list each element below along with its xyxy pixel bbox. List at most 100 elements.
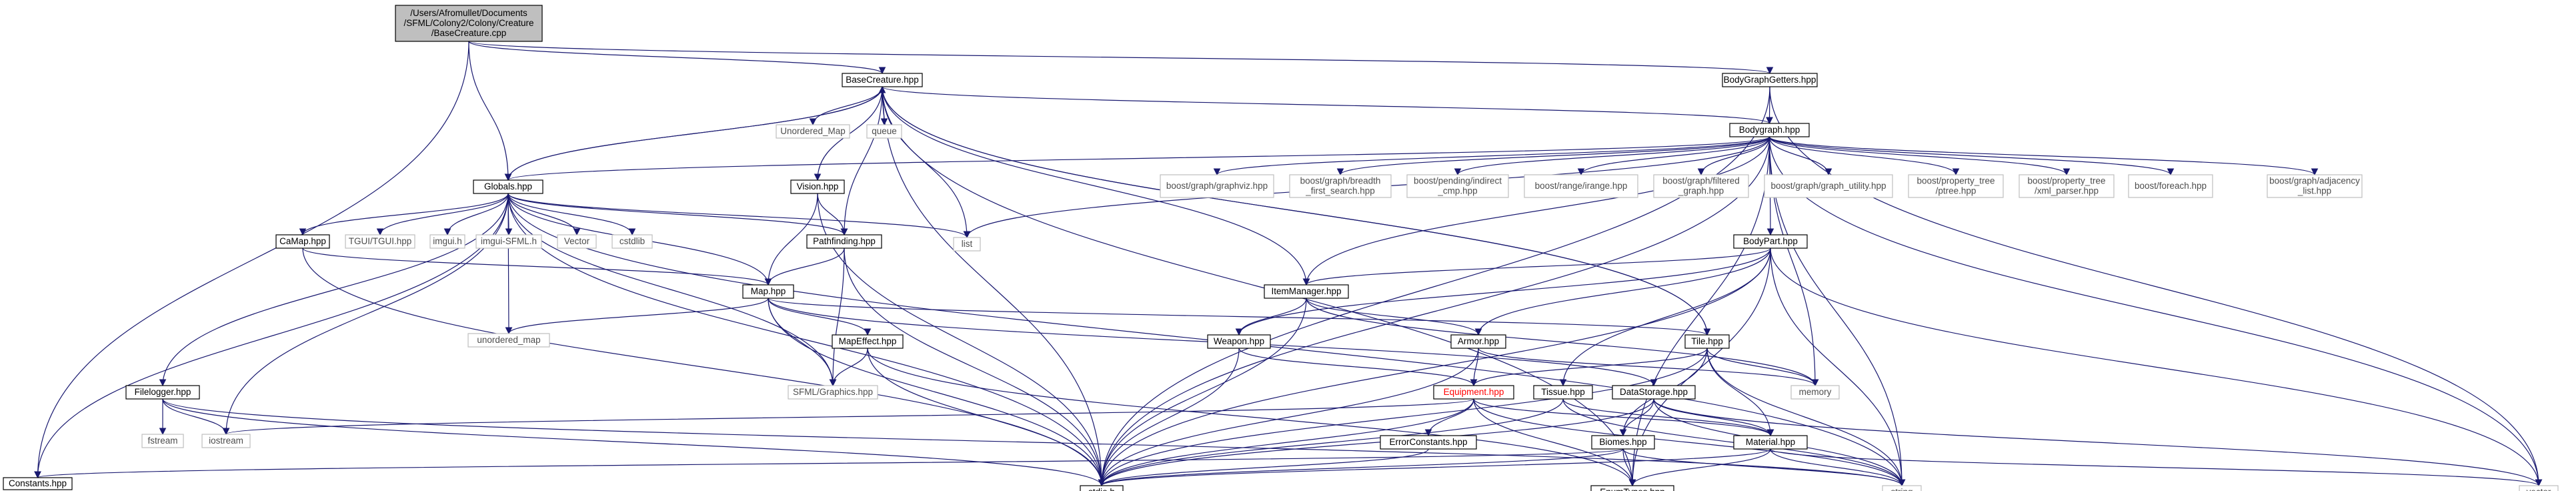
node-equipment[interactable]: Equipment.hpp (1433, 385, 1514, 400)
dependency-edge-globals-unordered_map (505, 193, 513, 335)
node-label: Equipment.hpp (1444, 387, 1504, 397)
node-label: Constants.hpp (9, 478, 67, 488)
node-xml-parser: boost/property_tree/xml_parser.hpp (2019, 174, 2115, 198)
node-bodygraph[interactable]: Bodygraph.hpp (1729, 123, 1810, 137)
node-box (1160, 174, 1274, 198)
node-list: list (953, 237, 981, 252)
node-itemmanager[interactable]: ItemManager.hpp (1264, 284, 1349, 299)
dependency-edge-globals-list (507, 193, 971, 239)
dependency-edge-tile-stdio (1098, 348, 1708, 487)
dependency-edge-bodygraph-bfs (1336, 136, 1770, 176)
node-label: _graph.hpp (1678, 186, 1724, 196)
node-adjacency: boost/graph/adjacency_list.hpp (2267, 174, 2363, 198)
node-iostream: iostream (201, 434, 251, 448)
dependency-edge-map-stdio (768, 298, 1106, 487)
node-basecreature[interactable]: BaseCreature.hpp (842, 73, 923, 87)
dependency-edge-tissue-material (1562, 398, 1774, 437)
dependency-edge-globals-filelogger (159, 193, 509, 387)
dependency-edge-mapeffect-enumtypes (867, 348, 1636, 487)
node-graphviz: boost/graph/graphviz.hpp (1160, 174, 1274, 198)
dependency-edge-equipment-stdio (1098, 398, 1474, 487)
dependency-edge-bodygraphgetters-stdio (1098, 86, 1770, 487)
node-label: Vision.hpp (797, 181, 839, 191)
node-weapon[interactable]: Weapon.hpp (1207, 334, 1271, 349)
node-label: Filelogger.hpp (135, 387, 191, 397)
node-errorconstants[interactable]: ErrorConstants.hpp (1380, 435, 1477, 450)
node-box (1612, 385, 1696, 400)
node-box (1882, 485, 1922, 491)
node-label: iostream (209, 436, 243, 446)
dependency-edge-tissue-stdio (1098, 398, 1564, 487)
node-root[interactable]: /Users/Afromullet/Documents/SFML/Colony2… (395, 5, 543, 42)
dependency-edge-armor-stdio (1098, 348, 1479, 487)
node-box (1722, 73, 1818, 87)
dependency-edge-bodypart-itemmanager (1302, 248, 1771, 286)
node-box (475, 234, 542, 249)
node-label: boost/graph/graph_utility.hpp (1770, 181, 1886, 191)
node-armor[interactable]: Armor.hpp (1450, 334, 1506, 349)
node-box (1264, 284, 1349, 299)
node-camap[interactable]: CaMap.hpp (275, 234, 330, 249)
node-label: Globals.hpp (484, 181, 532, 191)
node-enumtypes[interactable]: EnumTypes.hpp (1590, 485, 1674, 491)
dependency-edge-itemmanager-weapon (1235, 298, 1307, 336)
node-label: Weapon.hpp (1214, 336, 1264, 346)
dependency-edge-equipment-enumtypes (1473, 398, 1636, 487)
node-label: _first_search.hpp (1305, 186, 1375, 196)
dependency-edge-vision-pathfinding (817, 193, 848, 236)
node-filelogger[interactable]: Filelogger.hpp (125, 385, 200, 400)
dependency-edge-globals-imgui (443, 193, 509, 236)
node-label: boost/pending/indirect (1414, 176, 1502, 186)
dependency-edge-bodygraph-stdio (1098, 136, 1770, 487)
node-box (842, 73, 923, 87)
node-box (1591, 435, 1655, 450)
dependency-edge-material-string (1770, 448, 1906, 487)
node-graph-utility: boost/graph/graph_utility.hpp (1764, 174, 1893, 198)
node-box (1729, 123, 1810, 137)
node-sfml-graphics: SFML/Graphics.hpp (788, 385, 878, 400)
node-pathfinding[interactable]: Pathfinding.hpp (806, 234, 882, 249)
node-box (611, 234, 653, 249)
node-label: /SFML/Colony2/Colony/Creature (403, 18, 533, 28)
node-label: Biomes.hpp (1599, 437, 1646, 447)
node-datastorage[interactable]: DataStorage.hpp (1612, 385, 1696, 400)
node-mapeffect[interactable]: MapEffect.hpp (832, 334, 904, 349)
dependency-edge-material-stdio (1098, 448, 1771, 487)
node-biomes[interactable]: Biomes.hpp (1591, 435, 1655, 450)
node-globals[interactable]: Globals.hpp (473, 179, 543, 194)
dependency-edge-root-bodygraphgetters (468, 41, 1773, 75)
dependency-edge-root-constants (34, 41, 469, 479)
node-irange: boost/range/irange.hpp (1524, 174, 1638, 198)
dependency-edge-bodygraph-enumtypes (1628, 136, 1770, 487)
dependency-edge-datastorage-material (1653, 398, 1774, 437)
node-label: boost/graph/adjacency (2269, 176, 2360, 186)
node-box (125, 385, 200, 400)
node-label: Tile.hpp (1691, 336, 1723, 346)
node-box (1450, 334, 1506, 349)
node-unordered-map: unordered_map (467, 333, 550, 348)
node-stdio[interactable]: stdio.h (1080, 485, 1124, 491)
node-box (742, 284, 794, 299)
node-constants[interactable]: Constants.hpp (3, 477, 73, 490)
node-tissue[interactable]: Tissue.hpp (1533, 385, 1593, 400)
dependency-edge-map-unordered_map (505, 298, 769, 335)
node-indirect: boost/pending/indirect_cmp.hpp (1406, 174, 1509, 198)
node-box (788, 385, 878, 400)
node-bodygraphgetters[interactable]: BodyGraphGetters.hpp (1722, 73, 1818, 87)
node-box (1590, 485, 1674, 491)
dependency-edge-bodygraph-globals (505, 136, 1770, 181)
node-vision[interactable]: Vision.hpp (790, 179, 845, 194)
node-bodypart[interactable]: BodyPart.hpp (1733, 234, 1808, 249)
node-label: Material.hpp (1746, 437, 1795, 447)
dependency-edge-basecreature-itemmanager (882, 86, 1310, 286)
node-map[interactable]: Map.hpp (742, 284, 794, 299)
node-label: Pathfinding.hpp (813, 236, 876, 246)
node-material[interactable]: Material.hpp (1733, 435, 1808, 450)
dependency-edge-bodygraph-irange (1577, 136, 1770, 176)
dependency-edge-bodypart-armor (1474, 248, 1771, 336)
node-box (395, 5, 543, 42)
dependency-edge-tissue-string (1562, 398, 1906, 487)
node-label: string (1890, 487, 1912, 491)
node-tile[interactable]: Tile.hpp (1684, 334, 1730, 349)
node-box (1908, 174, 2004, 198)
